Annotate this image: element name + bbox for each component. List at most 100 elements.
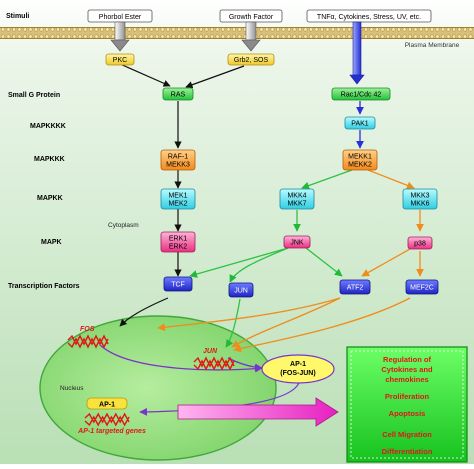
node-mkk4-box — [279, 188, 315, 210]
membrane-lipid — [418, 27, 424, 32]
membrane-label: Plasma Membrane — [405, 42, 460, 49]
membrane-lipid — [468, 34, 473, 39]
node-mkk3-label-0: MKK3 — [410, 193, 429, 200]
membrane-lipid — [61, 27, 66, 32]
node-grb2-box — [227, 53, 275, 66]
membrane-lipid — [39, 27, 44, 32]
membrane-lipid — [418, 34, 424, 39]
membrane-lipid — [171, 27, 176, 32]
membrane-lipid — [66, 34, 72, 39]
membrane-lipid — [66, 27, 72, 32]
ap1-complex-line2: (FOS-JUN) — [280, 370, 315, 377]
membrane-lipid — [391, 34, 396, 39]
node-mek1-label-1: MEK2 — [168, 201, 187, 208]
membrane-lipid — [286, 34, 292, 39]
membrane-lipid — [424, 27, 429, 32]
membrane-lipid — [160, 27, 165, 32]
membrane-lipid — [347, 27, 352, 32]
membrane-lipid — [440, 27, 446, 32]
membrane-lipid — [270, 34, 275, 39]
membrane-lipid — [198, 34, 204, 39]
membrane-lipid — [396, 27, 402, 32]
membrane-lipid — [88, 27, 94, 32]
membrane-lipid — [28, 34, 33, 39]
membrane-lipid — [380, 27, 385, 32]
membrane-lipid — [264, 27, 270, 32]
membrane-lipid — [424, 34, 429, 39]
node-rac1-box — [331, 87, 391, 101]
stimulus-tnf-cytokines: TNFα, Cytokines, Stress, UV, etc. — [306, 9, 432, 23]
membrane-lipid — [220, 27, 226, 32]
stimulus-phorbol-ester-label: Phorbol Ester — [99, 14, 142, 21]
membrane-lipid — [193, 34, 198, 39]
node-p38: p38 — [407, 236, 433, 250]
membrane-lipid — [215, 34, 220, 39]
membrane-lipid — [154, 27, 160, 32]
edge-mekk1-mkk3 — [367, 169, 415, 190]
membrane-lipid — [264, 34, 270, 39]
membrane-lipid — [303, 34, 308, 39]
membrane-lipid — [231, 34, 237, 39]
membrane-lipid — [270, 27, 275, 32]
node-pkc-label-0: PKC — [113, 57, 127, 64]
node-ras-label-0: RAS — [171, 92, 186, 99]
membrane-lipid — [105, 34, 110, 39]
outcome-regulation-line3: chemokines — [385, 375, 428, 384]
membrane-lipid — [413, 34, 418, 39]
membrane-lipid — [88, 34, 94, 39]
membrane-lipid — [110, 34, 116, 39]
membrane-lipid — [209, 27, 215, 32]
membrane-lipid — [11, 34, 17, 39]
node-tcf-box — [163, 276, 193, 292]
node-mekk1-label-1: MEKK2 — [348, 162, 372, 169]
membrane-lipid — [193, 27, 198, 32]
membrane-lipid — [17, 27, 22, 32]
node-jun-box — [228, 282, 254, 298]
membrane-lipid — [72, 34, 77, 39]
membrane-lipid — [127, 27, 132, 32]
membrane-lipid — [281, 34, 286, 39]
membrane-lipid — [336, 34, 341, 39]
membrane-lipid — [94, 27, 99, 32]
membrane-lipid — [105, 27, 110, 32]
node-ras-box — [162, 87, 194, 101]
membrane-lipid — [462, 27, 468, 32]
membrane-lipid — [187, 34, 193, 39]
membrane-lipid — [231, 27, 237, 32]
membrane-lipid — [237, 34, 242, 39]
node-tcf: TCF — [163, 276, 193, 292]
membrane-lipid — [391, 27, 396, 32]
edge-mef2c-junGene — [233, 297, 411, 353]
membrane-lipid — [407, 27, 413, 32]
membrane-lipid — [468, 27, 473, 32]
membrane-lipid — [22, 34, 28, 39]
membrane-lipid — [176, 27, 182, 32]
membrane-lipid — [363, 27, 369, 32]
edge-atf2-fos — [157, 297, 341, 332]
membrane-lipid — [435, 27, 440, 32]
stimulus-tnf-label: TNFα, Cytokines, Stress, UV, etc. — [317, 14, 421, 21]
node-jun-label-0: JUN — [234, 288, 248, 295]
outcomes-box: Regulation of Cytokines and chemokines P… — [346, 346, 468, 463]
node-erk1-box — [160, 231, 196, 253]
membrane-lipid — [435, 34, 440, 39]
membrane-lipid — [407, 34, 413, 39]
outcome-regulation-line1: Regulation of — [383, 355, 431, 364]
node-mekk1-label-0: MEKK1 — [348, 154, 372, 161]
membrane-lipid — [165, 34, 171, 39]
edge-jnk-jun — [229, 247, 289, 283]
membrane-lipid — [297, 34, 303, 39]
stimulus-growth-factor: Growth Factor — [219, 9, 283, 23]
node-pak1: PAK1 — [344, 116, 376, 130]
membrane-lipid — [314, 27, 319, 32]
membrane-lipid — [0, 27, 6, 32]
row-label-mapkkk: MAPKKK — [34, 156, 65, 163]
nucleus-label: Nucleus — [60, 385, 84, 392]
node-grb2-label-0: Grb2, SOS — [234, 57, 269, 64]
membrane-lipid — [457, 27, 462, 32]
membrane-lipid — [28, 27, 33, 32]
row-label-transcription-factors: Transcription Factors — [8, 283, 80, 290]
